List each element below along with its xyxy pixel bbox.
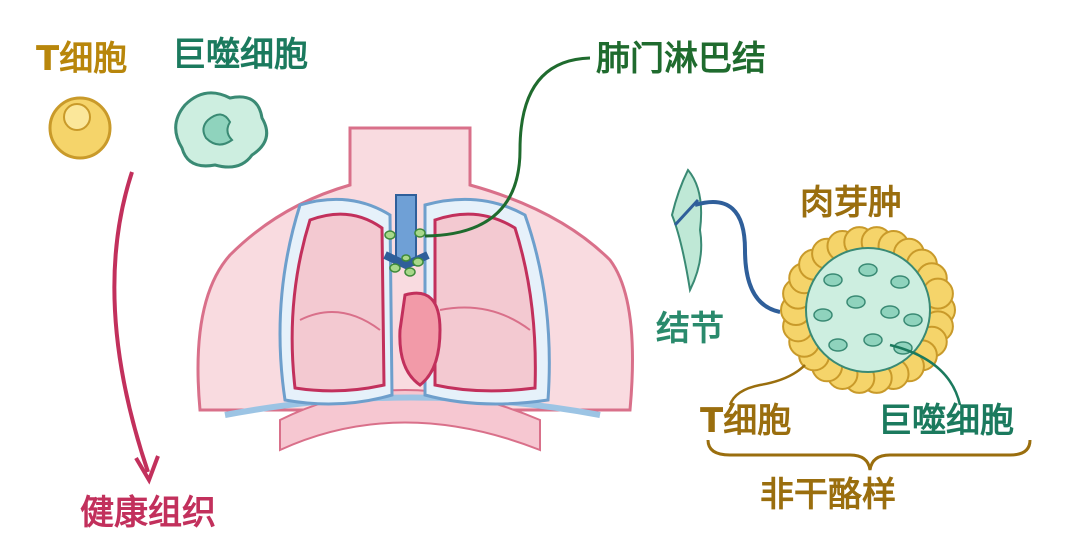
macrophage-nucleus: [903, 313, 923, 327]
label-t-cell-bottom: T细胞: [700, 401, 792, 441]
macrophage-nucleus: [863, 333, 883, 347]
macrophage-nucleus: [846, 295, 866, 309]
lymph-node-leader-line: [424, 56, 591, 238]
label-t-cell-top: T细胞: [36, 39, 128, 79]
label-nodule: 结节: [656, 309, 724, 349]
label-granuloma: 肉芽肿: [800, 183, 902, 223]
arrow-to-healthy-tissue: [112, 171, 160, 485]
t-cell-icon: [48, 96, 112, 160]
macrophage-nucleus: [858, 263, 878, 277]
macrophage-nucleus: [880, 305, 900, 319]
macrophage-nucleus: [823, 273, 843, 287]
lymph-nodes: [384, 228, 426, 277]
nodule-illustration: [670, 168, 781, 314]
label-healthy-tissue: 健康组织: [80, 493, 216, 533]
macrophage-nucleus: [813, 308, 833, 322]
granuloma-illustration: [780, 226, 956, 394]
brace: [706, 439, 1032, 471]
t-cell-leader-line: [728, 364, 806, 406]
macrophage-nucleus: [828, 338, 848, 352]
chest-illustration: [196, 126, 634, 452]
macrophage-leader-line: [889, 343, 962, 406]
label-hilar-lymph-node: 肺门淋巴结: [596, 39, 766, 79]
label-non-caseating: 非干酪样: [760, 475, 896, 515]
label-macrophage-bottom: 巨噬细胞: [878, 401, 1014, 441]
label-macrophage-top: 巨噬细胞: [172, 35, 308, 75]
macrophage-icon: [174, 91, 269, 169]
macrophage-nucleus: [890, 275, 910, 289]
